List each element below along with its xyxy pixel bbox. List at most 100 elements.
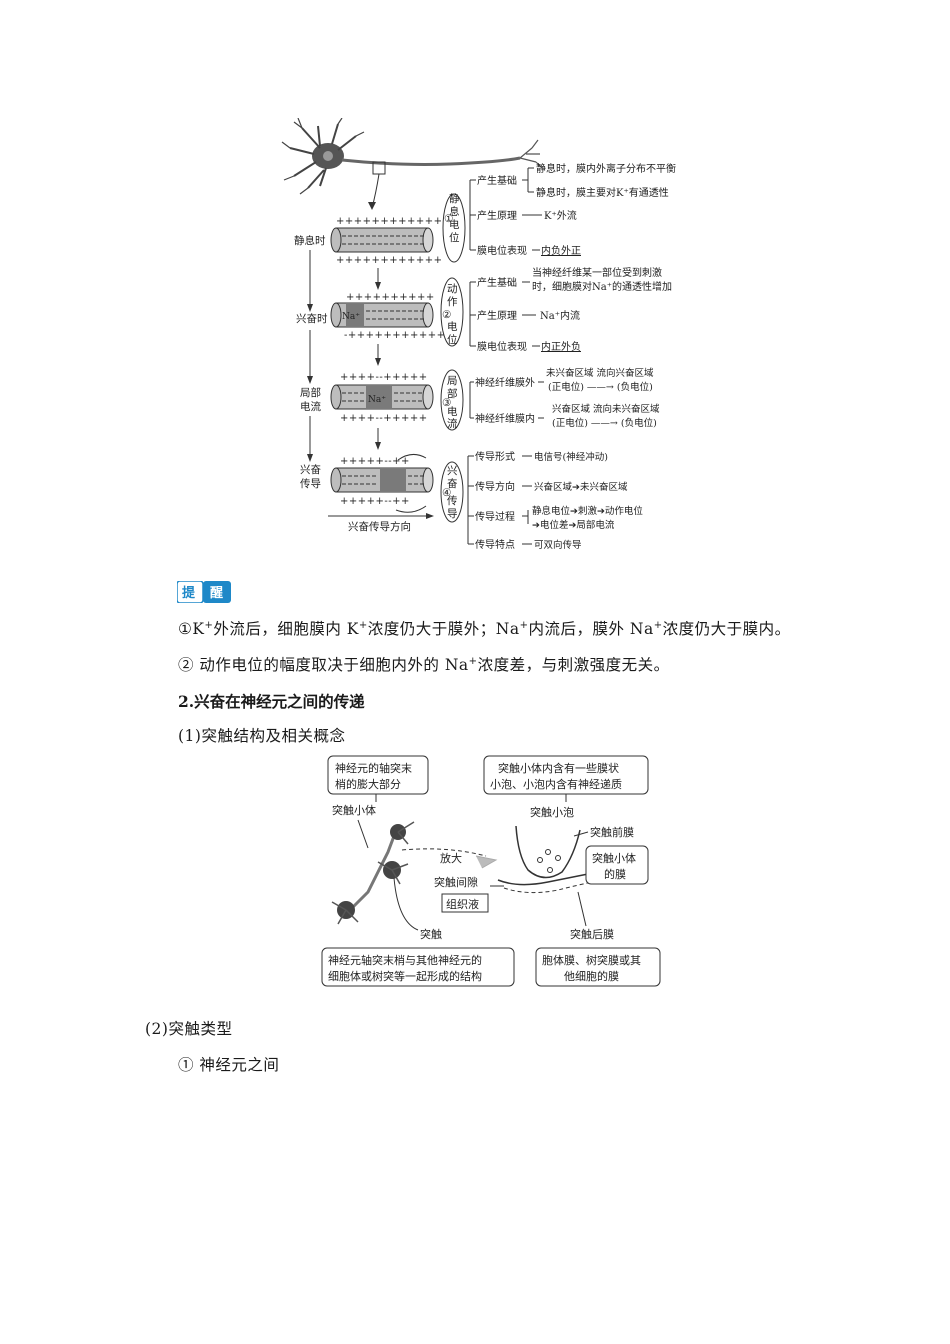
reminder-line-2: ② 动作电位的幅度取决于细胞内外的 Na+浓度差，与刺激强度无关。 [178, 656, 670, 674]
concept-action-potential: ② 动 作 电 位 产生基础 当神经纤维某一部位受到刺激 时，细胞膜对Na⁺的通… [440, 266, 672, 353]
svg-text:传导形式: 传导形式 [475, 450, 515, 463]
item-between-neurons: ① 神经元之间 [178, 1056, 280, 1074]
svg-text:电: 电 [447, 320, 458, 333]
svg-text:产生基础: 产生基础 [477, 174, 517, 187]
na-label-local: Na⁺ [368, 395, 386, 405]
svg-text:兴: 兴 [447, 465, 458, 477]
svg-text:电: 电 [447, 405, 458, 418]
callout-synapse-definition: 神经元轴突末梢与其他神经元的 细胞体或树突等一起形成的结构 [321, 947, 515, 987]
svg-text:④: ④ [442, 487, 452, 499]
callout-vesicle: 突触小体内含有一些膜状 小泡、小泡内含有神经递质 [483, 755, 649, 795]
callout-terminal: 神经元的轴突末 梢的膨大部分 [327, 755, 429, 795]
svg-text:位: 位 [449, 231, 460, 244]
svg-text:局: 局 [447, 375, 458, 387]
svg-text:++++--+++++: ++++--+++++ [340, 413, 428, 424]
state-conduction-label-2: 传导 [300, 478, 321, 490]
badge-right-text: 醒 [210, 586, 223, 601]
label-synapse: 突触 [420, 927, 442, 941]
svg-text:息: 息 [449, 205, 460, 218]
svg-text:兴奋区域➔未兴奋区域: 兴奋区域➔未兴奋区域 [534, 481, 628, 493]
svg-text:++++++++++: ++++++++++ [346, 292, 435, 303]
svg-text:电: 电 [449, 218, 460, 231]
svg-text:静息时，膜主要对K⁺有通透性: 静息时，膜主要对K⁺有通透性 [536, 186, 669, 199]
svg-text:静息电位➔刺激➔动作电位: 静息电位➔刺激➔动作电位 [532, 505, 643, 517]
axon-resting: ++++++++++++ ++++++++++++ [330, 216, 443, 266]
svg-text:突触小体内含有一些膜状: 突触小体内含有一些膜状 [498, 761, 619, 775]
axon-local-current: ++++--+++++ Na⁺ ++++--+++++ [330, 372, 434, 424]
label-presynaptic-membrane: 突触前膜 [590, 825, 634, 839]
subheading-synapse-types: (2)突触类型 [145, 1020, 233, 1038]
svg-text:++++++++++++: ++++++++++++ [336, 216, 443, 227]
state-conduction-label-1: 兴奋 [300, 463, 321, 476]
callout-postsynaptic: 胞体膜、树突膜或其 他细胞的膜 [535, 947, 661, 987]
svg-text:产生基础: 产生基础 [477, 276, 517, 289]
svg-text:神经纤维膜内: 神经纤维膜内 [475, 412, 535, 425]
neuron-network-illustration [331, 821, 498, 925]
svg-text:兴奋区域 流向未兴奋区域: 兴奋区域 流向未兴奋区域 [552, 403, 660, 415]
svg-text:Na⁺内流: Na⁺内流 [540, 309, 580, 322]
figure-synapse-structure: 神经元的轴突末 梢的膨大部分 突触小体内含有一些膜状 小泡、小泡内含有神经递质 … [318, 752, 664, 994]
svg-text:(正电位) ——→ (负电位): (正电位) ——→ (负电位) [552, 417, 657, 429]
synapse-enlarged-drawing [490, 825, 611, 894]
svg-text:的膜: 的膜 [604, 867, 626, 881]
label-synaptic-cleft: 突触间隙 [434, 875, 478, 889]
svg-text:位: 位 [447, 333, 458, 346]
svg-text:奋: 奋 [447, 477, 458, 490]
concept-resting-potential: ① 静 息 电 位 产生基础 静息时，膜内外离子分布不平衡 静息时，膜主要对K⁺… [442, 162, 676, 263]
svg-text:胞体膜、树突膜或其: 胞体膜、树突膜或其 [542, 953, 641, 967]
svg-text:传导特点: 传导特点 [475, 539, 515, 551]
reminder-badge: 提 醒 [176, 580, 231, 604]
svg-text:传导过程: 传导过程 [475, 510, 515, 523]
svg-text:流: 流 [447, 417, 458, 430]
svg-text:③: ③ [442, 397, 452, 409]
figure-resting-action-potential: 静息时 兴奋时 局部 电流 兴奋 传导 ++++++++++++ +++++++… [280, 117, 700, 558]
direction-label: 兴奋传导方向 [348, 520, 411, 533]
svg-text:他细胞的膜: 他细胞的膜 [564, 969, 619, 983]
reminder-line-1: ①K+外流后，细胞膜内 K+浓度仍大于膜外；Na+内流后，膜外 Na+浓度仍大于… [178, 620, 791, 638]
svg-text:时，细胞膜对Na⁺的通透性增加: 时，细胞膜对Na⁺的通透性增加 [532, 280, 672, 293]
state-local-current-label-1: 局部 [300, 386, 321, 399]
axon-excited: ++++++++++ Na⁺ -+++++++++++ [330, 292, 446, 341]
svg-text:未兴奋区域 流向兴奋区域: 未兴奋区域 流向兴奋区域 [546, 367, 654, 379]
svg-text:神经元轴突末梢与其他神经元的: 神经元轴突末梢与其他神经元的 [328, 953, 482, 967]
svg-text:小泡、小泡内含有神经递质: 小泡、小泡内含有神经递质 [490, 777, 622, 791]
svg-text:组织液: 组织液 [446, 897, 479, 911]
svg-text:部: 部 [447, 387, 458, 400]
svg-text:+++++--++: +++++--++ [340, 456, 410, 467]
svg-text:膜电位表现: 膜电位表现 [477, 244, 527, 257]
svg-text:导: 导 [447, 508, 458, 520]
state-resting-label: 静息时 [294, 234, 326, 247]
svg-text:神经元的轴突末: 神经元的轴突末 [335, 761, 412, 775]
label-synaptic-vesicle: 突触小泡 [530, 805, 574, 819]
svg-text:(正电位) ——→ (负电位): (正电位) ——→ (负电位) [548, 381, 653, 393]
svg-text:-+++++++++++: -+++++++++++ [344, 330, 446, 341]
svg-text:细胞体或树突等一起形成的结构: 细胞体或树突等一起形成的结构 [328, 969, 482, 983]
state-local-current-label-2: 电流 [300, 400, 321, 413]
svg-text:静息时，膜内外离子分布不平衡: 静息时，膜内外离子分布不平衡 [536, 162, 676, 175]
callout-presynaptic: 突触小体 的膜 [585, 845, 649, 885]
svg-text:可双向传导: 可双向传导 [534, 539, 582, 551]
svg-text:②: ② [442, 309, 452, 321]
section-heading: 2.兴奋在神经元之间的传递 [178, 692, 365, 711]
label-zoom: 放大 [440, 851, 462, 865]
neuron-illustration [281, 117, 543, 210]
svg-text:K⁺外流: K⁺外流 [544, 209, 577, 222]
state-excited-label: 兴奋时 [296, 312, 328, 325]
badge-left-text: 提 [182, 585, 196, 601]
svg-text:①: ① [444, 213, 454, 225]
svg-text:传: 传 [447, 495, 458, 507]
svg-text:传导方向: 传导方向 [475, 480, 515, 493]
svg-text:作: 作 [447, 296, 458, 308]
svg-text:电信号(神经冲动): 电信号(神经冲动) [534, 451, 608, 463]
svg-text:产生原理: 产生原理 [477, 209, 517, 222]
svg-text:动: 动 [447, 283, 458, 295]
label-synaptic-knob: 突触小体 [332, 803, 376, 817]
svg-text:++++--+++++: ++++--+++++ [340, 372, 428, 383]
concept-local-current: ③ 局 部 电 流 神经纤维膜外 未兴奋区域 流向兴奋区域 (正电位) ——→ … [440, 367, 660, 431]
svg-text:➔电位差➔局部电流: ➔电位差➔局部电流 [532, 519, 615, 531]
concept-conduction: ④ 兴 奋 传 导 传导形式 电信号(神经冲动) 传导方向 兴奋区域➔未兴奋区域… [440, 450, 643, 551]
svg-text:静: 静 [449, 192, 460, 205]
svg-text:+++++--++: +++++--++ [340, 496, 410, 507]
subheading-synapse-structure: (1)突触结构及相关概念 [178, 727, 346, 745]
na-label-excited: Na⁺ [342, 312, 360, 322]
